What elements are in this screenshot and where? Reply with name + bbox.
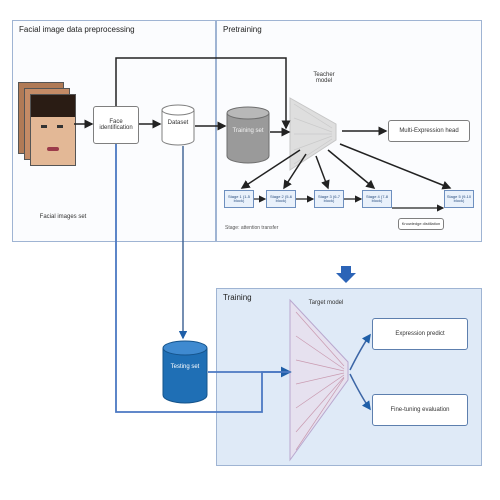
distillation-box: Knowledge distillation xyxy=(398,218,444,230)
legend-note: Stage: attention transfer xyxy=(225,225,279,231)
face-eye xyxy=(57,125,63,128)
teacher-output-box: Multi-Expression head xyxy=(388,120,470,142)
face-hair xyxy=(31,95,75,117)
stage-3-box: Stage 3 (6-7 block) xyxy=(314,190,344,208)
stage-4-box: Stage 4 (7-8 block) xyxy=(362,190,392,208)
training-title: Training xyxy=(223,293,252,302)
face-image xyxy=(30,94,76,166)
face-images-label: Facial images set xyxy=(39,214,87,220)
student-model-label: Target model xyxy=(308,300,344,306)
face-detection-box: Face identification xyxy=(93,106,139,144)
face-images-stack xyxy=(18,82,76,172)
dataset-label: Dataset xyxy=(167,119,189,126)
testing-set-label: Testing set xyxy=(170,364,200,371)
dataset-cylinder: Dataset xyxy=(161,104,195,146)
pretraining-title: Pretraining xyxy=(223,25,262,34)
training-panel: Training xyxy=(216,288,482,466)
face-eye xyxy=(41,125,47,128)
expression-predict-box: Expression predict xyxy=(372,318,468,350)
training-set-label: Training set xyxy=(232,128,264,135)
stage-5-box: Stage 5 (9-10 block) xyxy=(444,190,474,208)
stage-1-box: Stage 1 (1-5 block) xyxy=(224,190,254,208)
down-arrow-icon xyxy=(336,266,356,283)
stage-2-box: Stage 2 (5-6 block) xyxy=(266,190,296,208)
fine-tuning-box: Fine-tuning evaluation xyxy=(372,394,468,426)
training-set-cylinder: Training set xyxy=(226,106,270,164)
preprocessing-title: Facial image data preprocessing xyxy=(19,25,135,34)
face-mouth xyxy=(47,147,59,151)
teacher-model-label: Teacher model xyxy=(313,72,335,84)
testing-set-cylinder: Testing set xyxy=(162,340,208,404)
